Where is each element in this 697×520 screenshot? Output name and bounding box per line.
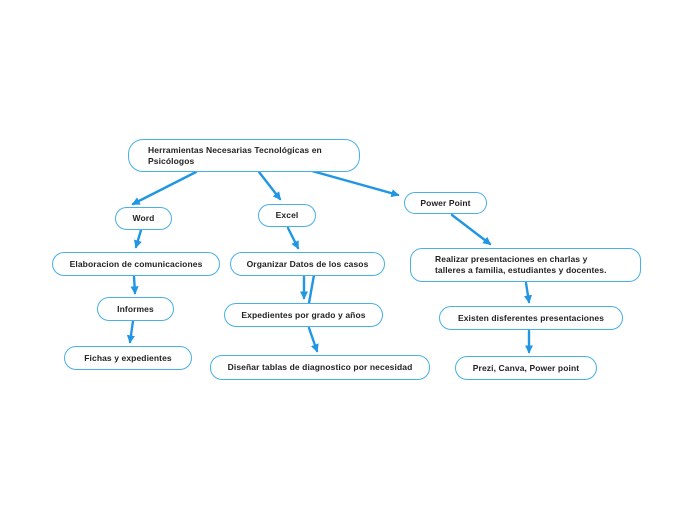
- node-expedientes-label: Expedientes por grado y años: [241, 309, 366, 320]
- node-excel[interactable]: Excel: [258, 204, 316, 227]
- node-disenar-label: Diseñar tablas de diagnostico por necesi…: [227, 362, 413, 372]
- node-word[interactable]: Word: [115, 207, 172, 230]
- edge-realizar-existen: [523, 281, 532, 304]
- edge-expedientes-disenar: [307, 326, 319, 353]
- edge-root-word: [131, 170, 198, 206]
- edge-word-elaboracion: [133, 228, 143, 249]
- edge-informes-fichas: [126, 319, 135, 344]
- node-root-label: Herramientas Necesarias Tecnológicas en …: [148, 144, 322, 166]
- edge-root-excel: [257, 170, 282, 201]
- node-expedientes[interactable]: Expedientes por grado y años: [224, 303, 383, 327]
- node-powerpoint[interactable]: Power Point: [404, 192, 487, 214]
- node-realizar-label: Realizar presentaciones en charlas y tal…: [435, 254, 607, 275]
- edge-root-powerpoint: [310, 169, 400, 198]
- edge-excel-organizar: [286, 226, 300, 250]
- node-fichas-label: Fichas y expedientes: [84, 352, 172, 363]
- node-existen[interactable]: Existen disferentes presentaciones: [439, 306, 623, 330]
- node-informes[interactable]: Informes: [97, 297, 174, 321]
- edge-powerpoint-realizar: [450, 213, 492, 246]
- node-prezi[interactable]: Prezi, Canva, Power point: [455, 356, 597, 380]
- node-powerpoint-label: Power Point: [420, 197, 471, 208]
- node-existen-label: Existen disferentes presentaciones: [457, 312, 605, 323]
- edge-elaboracion-informes: [130, 275, 139, 295]
- node-organizar-label: Organizar Datos de los casos: [246, 258, 369, 269]
- node-elaboracion-label: Elaboracion de comunicaciones: [69, 258, 203, 269]
- edge-organizar-expedientes-2: [307, 273, 316, 305]
- node-realizar[interactable]: Realizar presentaciones en charlas y tal…: [410, 248, 641, 282]
- node-word-label: Word: [132, 213, 155, 223]
- node-disenar[interactable]: Diseñar tablas de diagnostico por necesi…: [210, 355, 430, 380]
- node-elaboracion[interactable]: Elaboracion de comunicaciones: [52, 252, 220, 276]
- node-informes-label: Informes: [117, 303, 154, 314]
- node-excel-label: Excel: [275, 210, 299, 220]
- node-fichas[interactable]: Fichas y expedientes: [64, 346, 192, 370]
- node-organizar[interactable]: Organizar Datos de los casos: [230, 252, 385, 276]
- node-root[interactable]: Herramientas Necesarias Tecnológicas en …: [128, 139, 360, 172]
- node-prezi-label: Prezi, Canva, Power point: [472, 362, 580, 373]
